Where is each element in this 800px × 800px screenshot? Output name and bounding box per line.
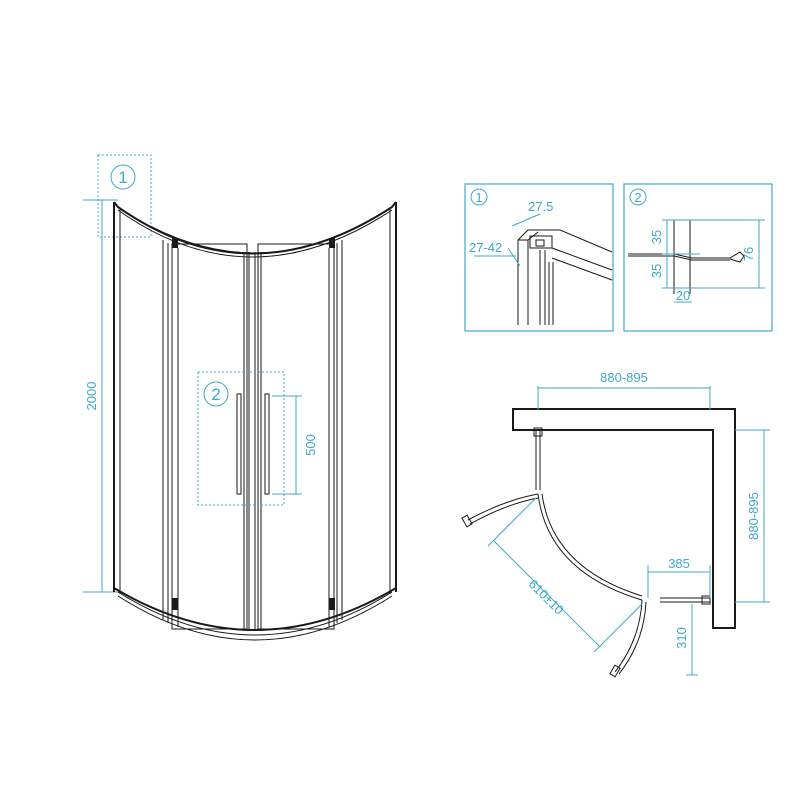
wall <box>512 408 736 629</box>
detail-1-callout-box <box>97 154 152 238</box>
detail-1-marker: 1 <box>475 190 482 205</box>
detail-1-frame <box>464 183 614 332</box>
detail-1-marker-circle <box>110 164 136 190</box>
roller <box>329 598 335 610</box>
roller <box>329 238 335 248</box>
height-label: 2000 <box>84 382 99 411</box>
detail-2-frame <box>623 183 773 332</box>
offset-y-label: 310 <box>674 627 689 649</box>
detail-2-marker: 2 <box>211 385 220 404</box>
detail-1-view: 1 27.5 27-42 <box>464 183 614 332</box>
roller <box>172 238 178 248</box>
detail-1-marker: 1 <box>118 168 127 187</box>
right-handle <box>264 393 270 495</box>
detail-2-marker: 2 <box>634 190 641 205</box>
door-opening-label: 610±10 <box>526 576 567 617</box>
right-door <box>257 243 335 630</box>
left-handle <box>236 393 242 495</box>
left-door <box>171 243 248 630</box>
detail-2-dim-lower: 35 <box>649 264 664 278</box>
open-door-left <box>467 493 539 521</box>
detail-1-dim-side: 27-42 <box>469 240 502 255</box>
detail-2-callout-box <box>197 371 285 506</box>
plan-view: 880-895 880-895 610±10 385 <box>461 370 770 678</box>
roller <box>172 598 178 610</box>
detail-2-dim-total: 76 <box>741 247 756 261</box>
handle-height-label: 500 <box>303 434 318 456</box>
front-view: 1 2000 <box>83 154 397 641</box>
detail-1-dim-top: 27.5 <box>528 199 553 214</box>
door-opening-dim-line <box>493 540 601 648</box>
top-frame <box>113 201 397 255</box>
door-arc <box>537 493 643 601</box>
offset-x-label: 385 <box>668 556 690 571</box>
depth-label: 880-895 <box>746 492 761 540</box>
detail-2-dim-bottom: 20 <box>676 288 690 303</box>
detail-2-view: 2 35 35 76 20 <box>623 183 773 332</box>
open-door-right <box>614 599 643 673</box>
detail-2-dim-upper: 35 <box>649 230 664 244</box>
detail-2-marker-circle <box>203 381 229 407</box>
width-label: 880-895 <box>600 370 648 385</box>
